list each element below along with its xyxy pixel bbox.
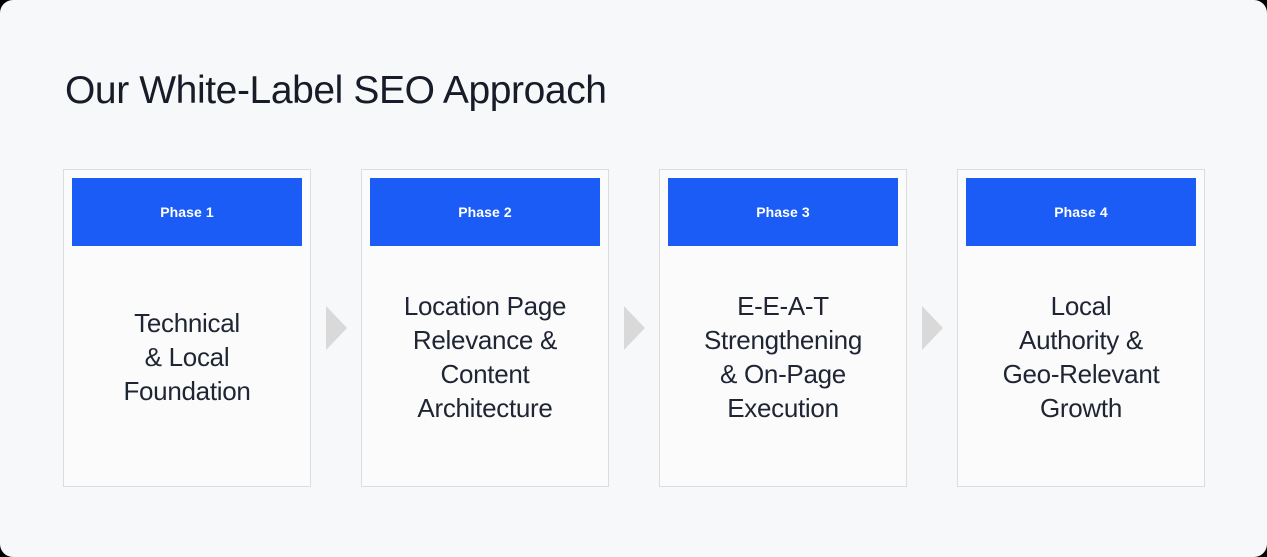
phase-badge-3: Phase 3: [668, 178, 898, 246]
arrow-right-icon: [623, 306, 645, 350]
arrow-connector-3: [907, 169, 957, 487]
phase-title-2: Location Page Relevance & Content Archit…: [403, 290, 567, 424]
phase-body-2: Location Page Relevance & Content Archit…: [362, 246, 608, 486]
phase-card-4[interactable]: Phase 4 Local Authority & Geo-Relevant G…: [957, 169, 1205, 487]
phase-card-3[interactable]: Phase 3 E-E-A-T Strengthening & On-Page …: [659, 169, 907, 487]
phase-flow-row: Phase 1 Technical & Local Foundation Pha…: [63, 169, 1205, 487]
phase-body-4: Local Authority & Geo-Relevant Growth: [958, 246, 1204, 486]
arrow-connector-2: [609, 169, 659, 487]
phase-badge-1: Phase 1: [72, 178, 302, 246]
phase-badge-4: Phase 4: [966, 178, 1196, 246]
arrow-connector-1: [311, 169, 361, 487]
arrow-right-icon: [325, 306, 347, 350]
phase-title-3: E-E-A-T Strengthening & On-Page Executio…: [703, 290, 862, 424]
arrow-right-icon: [921, 306, 943, 350]
phase-title-1: Technical & Local Foundation: [123, 307, 251, 407]
phase-title-4: Local Authority & Geo-Relevant Growth: [1002, 290, 1160, 424]
phase-card-1[interactable]: Phase 1 Technical & Local Foundation: [63, 169, 311, 487]
phase-badge-2: Phase 2: [370, 178, 600, 246]
phase-card-2[interactable]: Phase 2 Location Page Relevance & Conten…: [361, 169, 609, 487]
page-title: Our White-Label SEO Approach: [65, 69, 607, 112]
phase-body-1: Technical & Local Foundation: [64, 246, 310, 486]
phase-body-3: E-E-A-T Strengthening & On-Page Executio…: [660, 246, 906, 486]
